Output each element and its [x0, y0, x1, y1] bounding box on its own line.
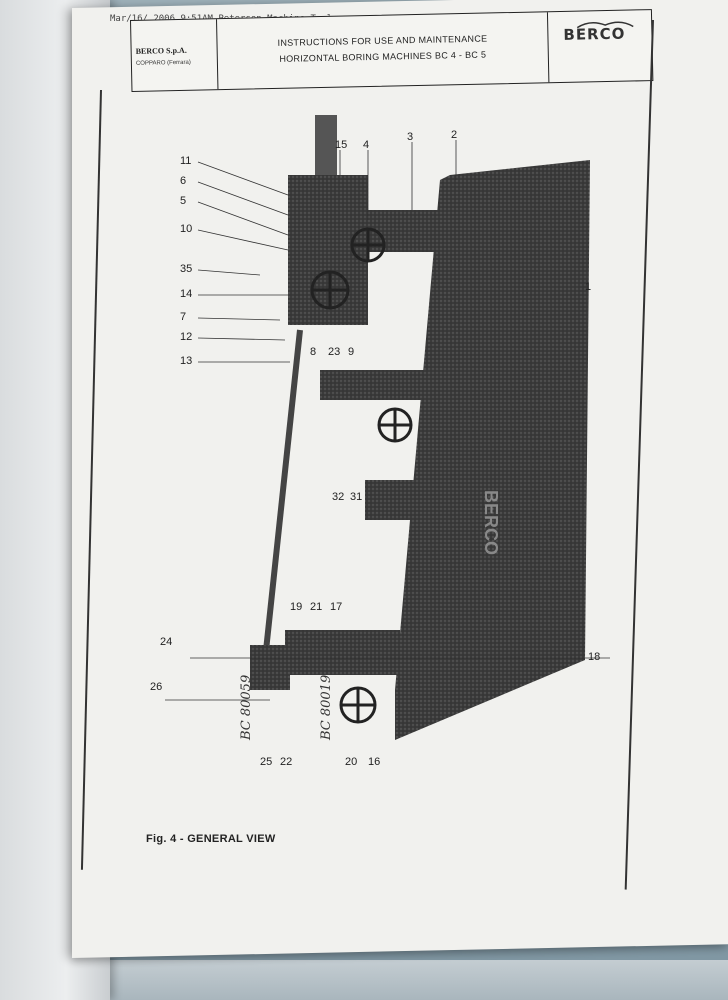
boring-machine-illustration: 11 6 5 10 35 14 7 12 13 15 4 3 2 1 8 23 …	[150, 115, 610, 768]
callout-leader-lines	[165, 140, 610, 701]
brand-name: BERCO	[563, 24, 626, 44]
callout-16: 16	[368, 756, 380, 768]
callout-26: 26	[150, 681, 162, 693]
callout-25: 25	[260, 756, 272, 768]
handwheel-upper-icon	[350, 227, 386, 263]
callout-8: 8	[310, 346, 316, 358]
callout-5: 5	[180, 195, 186, 207]
handwritten-note-1: BC 80059	[239, 675, 254, 741]
machine-brand-label: BERCO	[481, 490, 501, 555]
callout-6: 6	[180, 175, 186, 187]
company-name: BERCO S.p.A.	[135, 45, 187, 56]
header-company-cell: BERCO S.p.A. COPPARO (Ferrara)	[131, 19, 219, 91]
callout-15: 15	[335, 139, 347, 151]
callout-4: 4	[363, 139, 369, 151]
callout-7: 7	[180, 311, 186, 323]
callout-3: 3	[407, 131, 413, 143]
callout-14: 14	[180, 288, 192, 300]
callout-22: 22	[280, 756, 292, 768]
callout-32: 32	[332, 491, 344, 503]
handwheel-carriage-icon	[377, 407, 413, 443]
callout-20: 20	[345, 756, 357, 768]
headstock	[288, 175, 368, 325]
header-title-cell: INSTRUCTIONS FOR USE AND MAINTENANCE HOR…	[217, 12, 550, 90]
spindle-top	[315, 115, 337, 175]
callout-24: 24	[160, 636, 172, 648]
document-header: BERCO S.p.A. COPPARO (Ferrara) INSTRUCTI…	[130, 9, 654, 92]
brand-logo-icon	[576, 21, 634, 29]
document-subtitle: HORIZONTAL BORING MACHINES BC 4 - BC 5	[279, 49, 487, 64]
boring-bar	[262, 329, 303, 661]
callout-12: 12	[180, 331, 192, 343]
callout-numbers: 11 6 5 10 35 14 7 12 13 15 4 3 2 1 8 23 …	[150, 129, 600, 768]
column-middle	[320, 370, 450, 400]
callout-2: 2	[451, 129, 457, 141]
column-lower	[285, 630, 400, 675]
callout-13: 13	[180, 355, 192, 367]
carriage	[365, 480, 435, 520]
callout-10: 10	[180, 223, 192, 235]
handwritten-note-2: BC 80019	[319, 675, 334, 741]
callout-23: 23	[328, 346, 340, 358]
callout-31: 31	[350, 491, 362, 503]
handwheel-middle-icon	[310, 270, 350, 310]
figure-caption: Fig. 4 - GENERAL VIEW	[146, 833, 276, 845]
callout-1: 1	[585, 281, 591, 293]
callout-9: 9	[348, 346, 354, 358]
callout-18: 18	[588, 651, 600, 663]
callout-17: 17	[330, 601, 342, 613]
callout-35: 35	[180, 263, 192, 275]
tailstock-head	[250, 645, 290, 690]
header-brand-cell: BERCO	[549, 10, 652, 82]
callout-11: 11	[180, 155, 191, 167]
callout-19: 19	[290, 601, 302, 613]
callout-21: 21	[310, 601, 322, 613]
handwheel-lower-icon	[339, 686, 377, 724]
binder-edge-bottom	[0, 960, 728, 1000]
document-title: INSTRUCTIONS FOR USE AND MAINTENANCE	[277, 33, 488, 48]
machine-bed	[395, 160, 590, 740]
company-location: COPPARO (Ferrara)	[135, 59, 191, 67]
